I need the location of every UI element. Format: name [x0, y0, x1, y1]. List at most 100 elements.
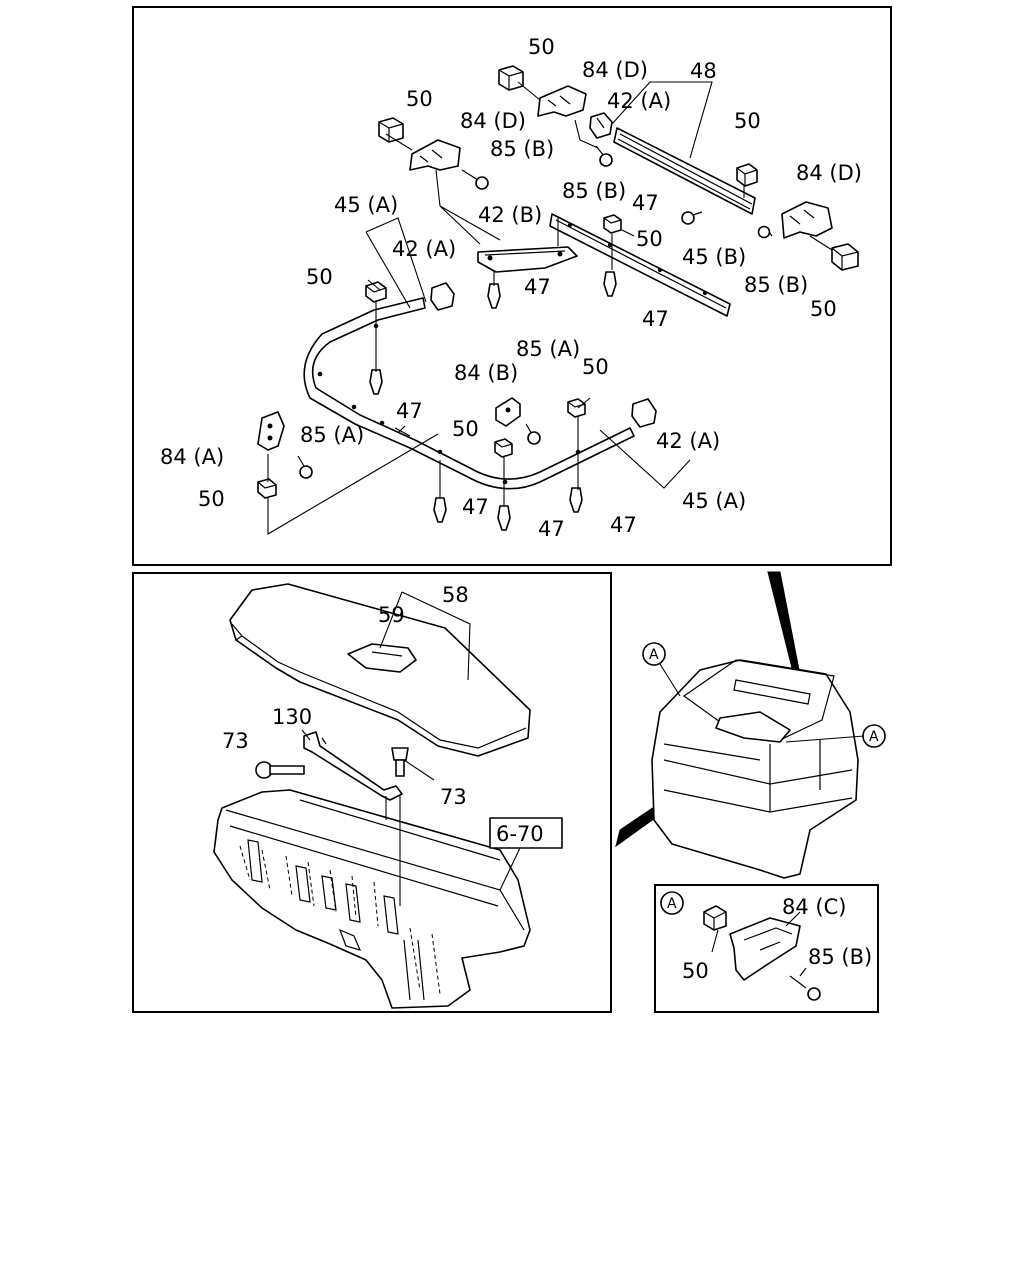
label-85b-right: 85 (B) [744, 273, 808, 297]
label-42a-left: 42 (A) [392, 237, 456, 261]
screw-85b-right [757, 225, 773, 239]
label-84d-top: 84 (D) [582, 58, 648, 82]
clip-50-bottom-left [257, 478, 277, 499]
screw-85b-left [461, 169, 489, 190]
label-50-far-right: 50 [810, 297, 837, 321]
bracket-84d-top [537, 85, 587, 117]
label-85a-left: 85 (A) [300, 423, 364, 447]
screw-85a-left [297, 455, 313, 479]
label-47-b1: 47 [462, 495, 489, 519]
clip-50-right [736, 163, 758, 187]
bolt-73-left [255, 761, 305, 779]
clip-42a-top [589, 112, 613, 139]
bracket-84d-right [781, 201, 833, 239]
bracket-84b [495, 397, 521, 427]
label-47-upper: 47 [524, 275, 551, 299]
screw-47-upper [487, 283, 501, 309]
screw-47-b2 [497, 505, 511, 531]
screw-47-mid-right [603, 271, 617, 297]
clip-42a-lower [631, 398, 657, 428]
clip-42a-left [430, 282, 455, 311]
bracket-130 [303, 731, 403, 801]
label-50-mid: 50 [636, 227, 663, 251]
bracket-84d-left [409, 139, 461, 171]
label-45a-lower: 45 (A) [682, 489, 746, 513]
screw-85b-mid [595, 145, 613, 167]
handle-59 [347, 643, 417, 673]
lower-left-panel-frame [132, 572, 612, 1013]
label-84d-left: 84 (D) [460, 109, 526, 133]
ref-box-6-70 [489, 817, 563, 849]
label-47-b3: 47 [610, 513, 637, 537]
upper-leader-lines [267, 81, 833, 535]
label-50-center: 50 [582, 355, 609, 379]
label-84a: 84 (A) [160, 445, 224, 469]
label-45b: 45 (B) [682, 245, 746, 269]
lower-left-panel [213, 583, 563, 1009]
label-47-mid-right: 47 [642, 307, 669, 331]
callout-a-left-text: A [649, 647, 659, 663]
rail-48 [613, 127, 756, 215]
clip-50-far-right [831, 243, 859, 271]
label-130: 130 [272, 705, 312, 729]
label-84c: 84 (C) [782, 895, 846, 919]
label-50-left: 50 [406, 87, 433, 111]
screw-85a-center [525, 423, 541, 445]
label-85a-center: 85 (A) [516, 337, 580, 361]
upper-panel [257, 65, 859, 535]
detail-a-panel-frame [654, 884, 879, 1013]
detail-a-panel [660, 891, 821, 1001]
screw-47-b3 [569, 487, 583, 513]
screw-47-right [681, 211, 703, 225]
label-84d-right: 84 (D) [796, 161, 862, 185]
lower-left-labels: 58 59 130 73 73 6-70 [222, 583, 544, 846]
label-47-right: 47 [632, 191, 659, 215]
label-59: 59 [378, 603, 405, 627]
screw-47-left [369, 369, 383, 395]
detail-a-callout-text: A [667, 896, 677, 912]
label-50-right: 50 [734, 109, 761, 133]
label-58: 58 [442, 583, 469, 607]
bolt-73-right [391, 747, 409, 777]
clip-50-center [567, 398, 586, 418]
clip-50-center2 [494, 438, 513, 458]
label-47-b2: 47 [538, 517, 565, 541]
clip-50-left [378, 117, 404, 143]
upper-panel-frame [132, 6, 892, 566]
label-50-detail: 50 [682, 959, 709, 983]
rail-45a [303, 297, 635, 490]
lower-leader-lines [301, 591, 521, 906]
upper-labels: 50 84 (D) 48 42 (A) 50 84 (D) 85 (B) 50 … [160, 35, 862, 541]
vehicle-view [615, 571, 886, 879]
label-48: 48 [690, 59, 717, 83]
label-73-right: 73 [440, 785, 467, 809]
label-45a-top: 45 (A) [334, 193, 398, 217]
callout-a-right-text: A [869, 729, 879, 745]
vehicle-labels: A A [649, 647, 879, 745]
label-50-top: 50 [528, 35, 555, 59]
body-floor [213, 789, 531, 1009]
bracket-42b [477, 246, 578, 273]
label-73-left: 73 [222, 729, 249, 753]
label-85b-detail: 85 (B) [808, 945, 872, 969]
label-ref-6-70: 6-70 [496, 822, 544, 846]
label-42b: 42 (B) [478, 203, 542, 227]
label-50-left2: 50 [306, 265, 333, 289]
label-50-bottom-left: 50 [198, 487, 225, 511]
detail-a-labels: A 84 (C) 50 85 (B) [667, 895, 872, 983]
bracket-84a [257, 411, 285, 451]
label-42a-lower: 42 (A) [656, 429, 720, 453]
rail-45b [549, 213, 731, 317]
label-84b: 84 (B) [454, 361, 518, 385]
label-47-left: 47 [396, 399, 423, 423]
label-42a-top: 42 (A) [607, 89, 671, 113]
label-85b-left: 85 (B) [490, 137, 554, 161]
clip-50-mid [603, 214, 622, 234]
screw-47-b1 [433, 497, 447, 523]
clip-50-left2 [365, 281, 387, 303]
clip-50-top [498, 65, 524, 91]
label-85b-mid: 85 (B) [562, 179, 626, 203]
label-50-center2: 50 [452, 417, 479, 441]
callout-a-left-circle [642, 642, 666, 666]
